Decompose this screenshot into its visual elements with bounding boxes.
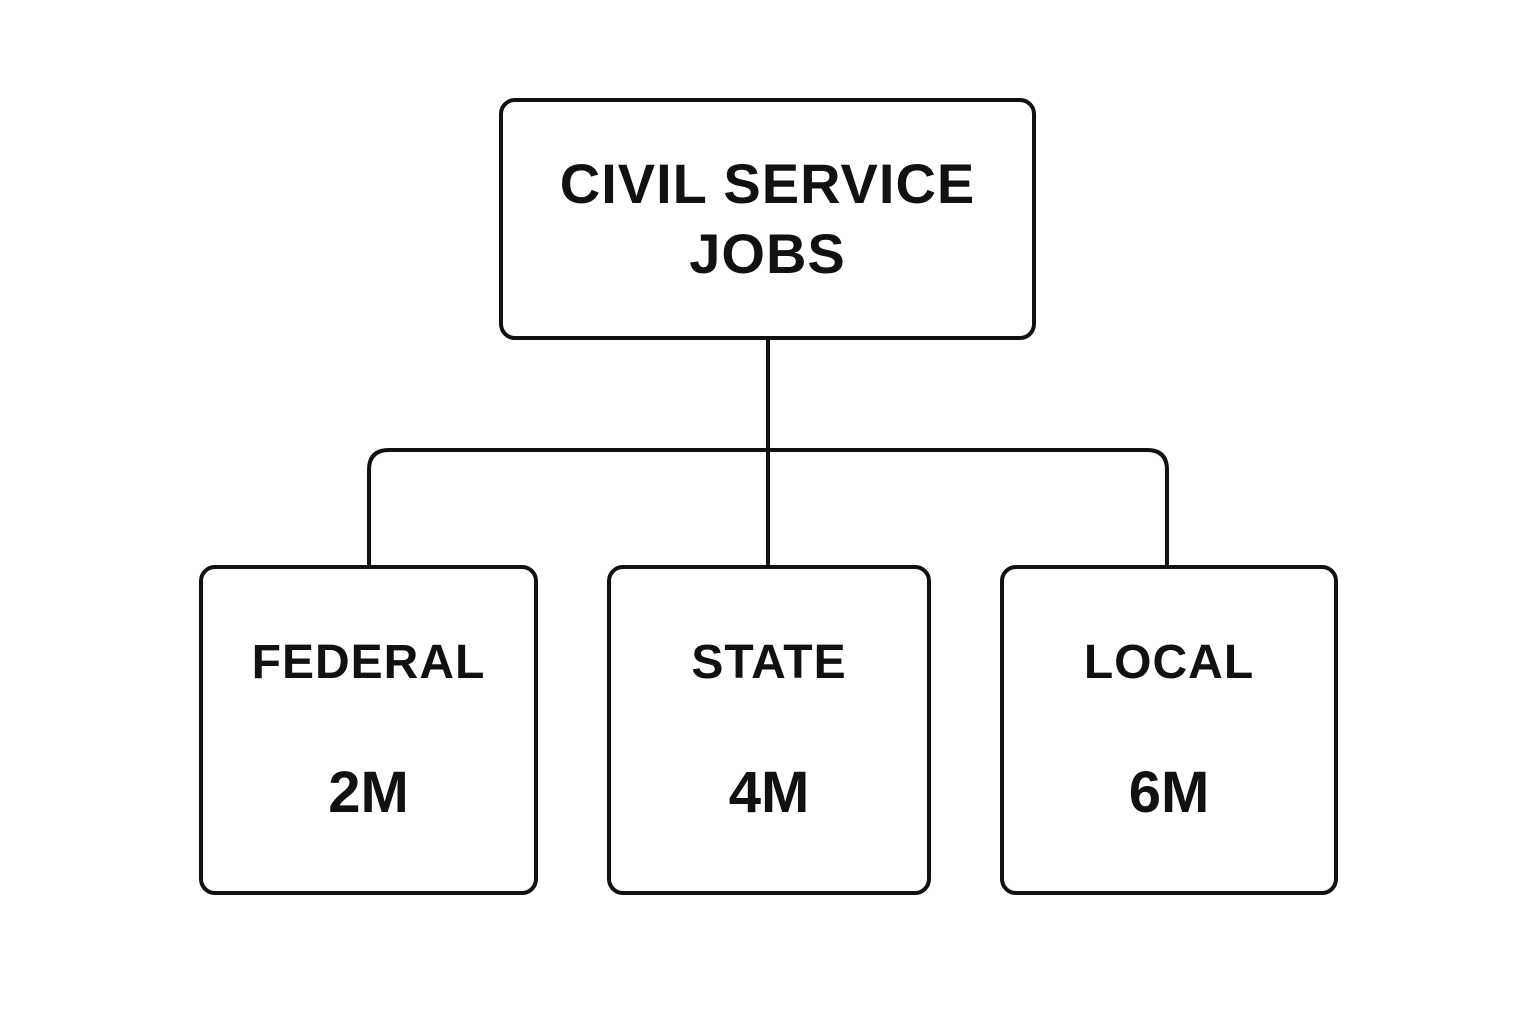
node-label: STATE (691, 636, 847, 689)
node-label: LOCAL (1083, 636, 1255, 689)
node-label: FEDERAL (251, 636, 486, 689)
node-value: 4M (728, 760, 810, 825)
node-state: STATE 4M (607, 565, 931, 895)
node-local: LOCAL 6M (1000, 565, 1338, 895)
node-federal: FEDERAL 2M (199, 565, 538, 895)
node-value: 6M (1128, 760, 1210, 825)
node-value: 2M (328, 760, 409, 825)
connector-horizontal-bar (367, 448, 1169, 566)
